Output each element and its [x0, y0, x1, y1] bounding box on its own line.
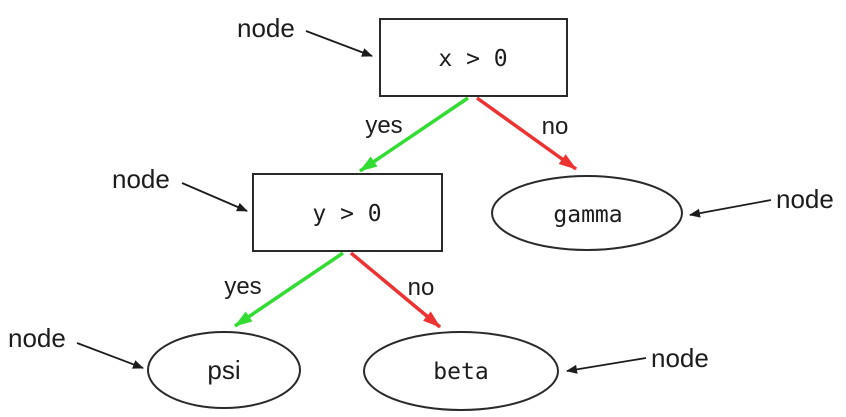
node-beta-ellipse [363, 331, 559, 411]
annotation-arrow-root [305, 30, 373, 57]
edge-inner-yes [234, 251, 344, 328]
edge-inner-no [349, 251, 442, 329]
node-root-rect [379, 18, 568, 97]
edge-label-root-no: no [542, 113, 569, 140]
node-root-label: x > 0 [438, 46, 507, 72]
annotation-arrow-inner [181, 182, 248, 212]
annotation-label-beta: node [651, 343, 709, 373]
edge-label-root-yes: yes [365, 112, 402, 139]
node-inner-label: y > 0 [312, 201, 381, 227]
edge-root-no [475, 96, 578, 171]
edge-root-yes [359, 96, 469, 173]
node-psi-ellipse [147, 331, 301, 409]
node-beta-label: beta [433, 359, 488, 385]
annotation-arrow-beta [566, 357, 647, 374]
edge-label-inner-no: no [408, 274, 435, 301]
node-inner-rect [252, 173, 443, 252]
edge-label-inner-yes: yes [224, 273, 261, 300]
node-psi-label: psi [207, 355, 240, 385]
annotation-arrow-gamma [689, 199, 772, 218]
annotation-label-root: node [237, 13, 295, 43]
annotation-label-psi: node [8, 323, 66, 353]
node-gamma-ellipse [491, 175, 683, 251]
annotation-arrow-psi [76, 342, 144, 369]
node-gamma-label: gamma [553, 202, 622, 228]
annotation-label-inner: node [112, 164, 170, 194]
annotation-label-gamma: node [776, 184, 834, 214]
